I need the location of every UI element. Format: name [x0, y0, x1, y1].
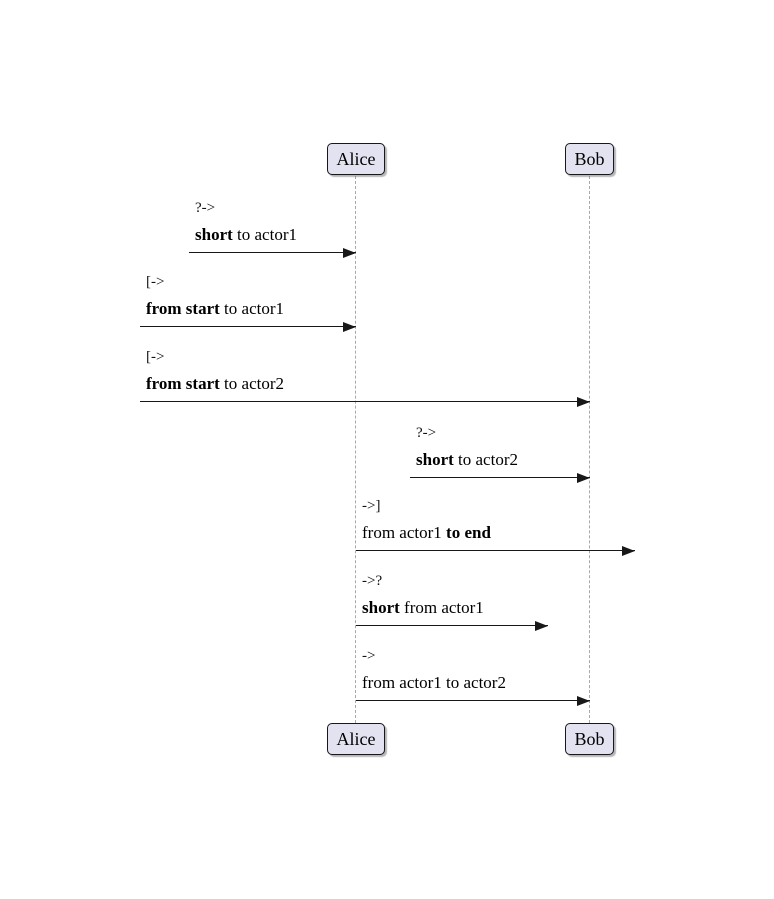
message-label: from actor1 to end [362, 523, 491, 542]
actor-box-alice-bottom: Alice [327, 723, 385, 755]
arrowhead-icon [577, 397, 590, 407]
message-short-to-actor2: ?-> short to actor2 [410, 425, 590, 485]
message-operator: [-> [146, 349, 165, 365]
actor-box-alice-top: Alice [327, 143, 385, 175]
message-from-start-to-actor1: [-> from start to actor1 [140, 274, 356, 334]
arrowhead-icon [622, 546, 635, 556]
message-arrow-line [140, 401, 590, 402]
message-from-actor1-to-actor2: -> from actor1 to actor2 [356, 648, 590, 708]
message-operator: ?-> [416, 425, 437, 441]
actor-label-alice: Alice [336, 728, 376, 749]
message-arrow-line [410, 477, 590, 478]
message-operator: ->? [362, 573, 383, 589]
message-from-start-to-actor2: [-> from start to actor2 [140, 349, 590, 409]
actor-label-bob: Bob [574, 728, 605, 749]
message-operator: ->] [362, 498, 381, 514]
arrowhead-icon [343, 322, 356, 332]
actor-label-alice: Alice [336, 148, 376, 169]
message-label: short to actor2 [416, 450, 518, 469]
arrowhead-icon [343, 248, 356, 258]
message-label: from actor1 to actor2 [362, 673, 506, 692]
message-arrow-line [356, 550, 635, 551]
message-arrow-line [189, 252, 356, 253]
actor-label-bob: Bob [574, 148, 605, 169]
message-label: short from actor1 [362, 598, 484, 617]
message-label: from start to actor2 [146, 374, 284, 393]
actor-box-bob-bottom: Bob [565, 723, 614, 755]
lifeline-alice [355, 176, 356, 723]
arrowhead-icon [577, 473, 590, 483]
message-arrow-line [356, 700, 590, 701]
message-short-to-actor1: ?-> short to actor1 [189, 200, 356, 260]
lifeline-bob [589, 176, 590, 723]
message-short-from-actor1: ->? short from actor1 [356, 573, 548, 633]
message-from-actor1-to-end: ->] from actor1 to end [356, 498, 635, 558]
arrowhead-icon [577, 696, 590, 706]
message-label: short to actor1 [195, 225, 297, 244]
message-label: from start to actor1 [146, 299, 284, 318]
message-operator: ?-> [195, 200, 216, 216]
message-operator: [-> [146, 274, 165, 290]
actor-box-bob-top: Bob [565, 143, 614, 175]
message-operator: -> [362, 648, 376, 664]
message-arrow-line [356, 625, 548, 626]
message-arrow-line [140, 326, 356, 327]
arrowhead-icon [535, 621, 548, 631]
